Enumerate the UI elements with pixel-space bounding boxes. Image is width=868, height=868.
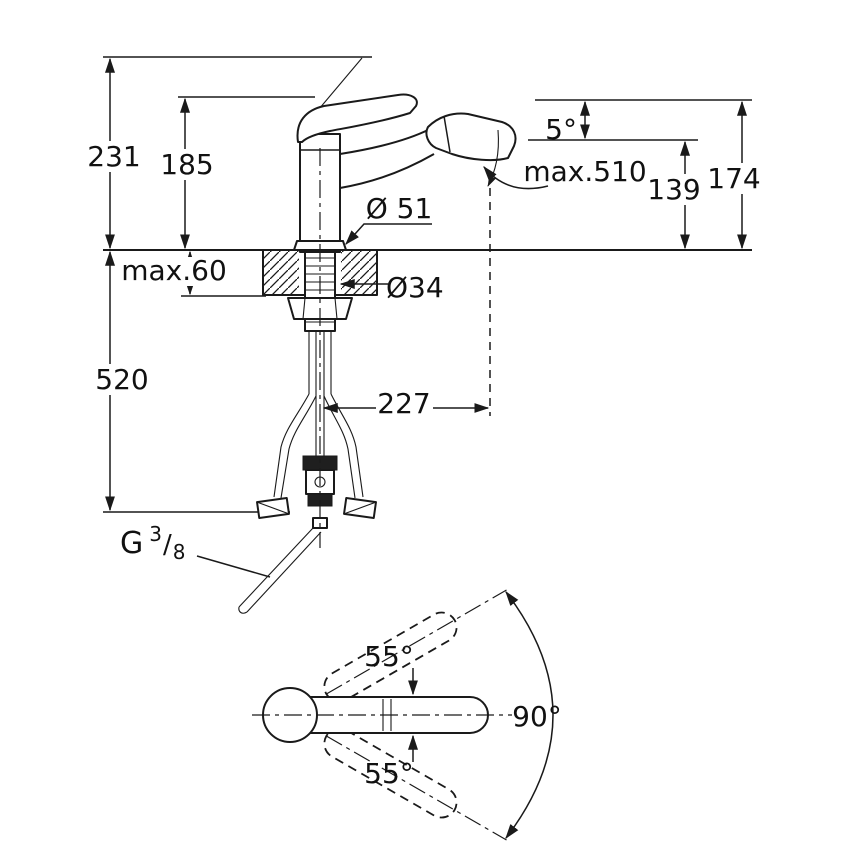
label-spout-tilt-angle: 5° <box>545 113 577 146</box>
faucet-side-view <box>238 57 517 614</box>
label-outlet-height: 139 <box>647 173 700 206</box>
nut-facet-left <box>302 297 306 320</box>
spout-bottom-edge <box>339 153 435 189</box>
hose-left-inner <box>280 395 317 499</box>
hose-right-inner <box>323 395 356 499</box>
countertop-section <box>262 251 378 296</box>
hose-fitting-left <box>256 496 290 520</box>
label-swivel-lower: 55° <box>364 757 414 790</box>
swivel-arc <box>505 591 554 839</box>
label-pullout-length: max.510 <box>523 155 646 188</box>
label-base-diameter: Ø 51 <box>366 192 433 225</box>
spray-head <box>425 112 517 162</box>
label-total-height: 231 <box>87 140 140 173</box>
pullout-hose-outer <box>238 527 314 608</box>
label-swivel-total: 90° <box>512 700 562 733</box>
leader-thread <box>196 555 271 578</box>
label-lever-height: 185 <box>160 148 213 181</box>
extension-lines <box>103 56 752 513</box>
swivel-position-upper <box>298 589 507 711</box>
label-spout-height: 174 <box>707 162 760 195</box>
hose-right-outer <box>330 393 364 498</box>
tilt-arrow <box>487 129 499 187</box>
label-swivel-upper: 55° <box>364 640 414 673</box>
pullout-hose-inner <box>246 531 322 613</box>
leader-dia51 <box>345 223 432 245</box>
dimension-labels: 231 185 5° max.510 139 174 Ø 51 max.60 Ø… <box>87 113 760 790</box>
spray-head-joint <box>443 115 451 153</box>
leader-pullout <box>483 166 549 190</box>
label-max-deck-thickness: max.60 <box>121 254 227 287</box>
hose-left-outer <box>273 393 310 498</box>
spout-top-edge <box>339 128 431 155</box>
label-hose-length: 520 <box>95 363 148 396</box>
swivel-top-view <box>252 589 554 841</box>
hose-fitting-right <box>343 496 377 520</box>
label-backgrounds <box>86 141 763 420</box>
leader-lines <box>196 166 549 578</box>
label-spout-reach: 227 <box>377 387 430 420</box>
lever-handle <box>296 93 418 143</box>
counter-hatch-right <box>341 251 377 295</box>
counter-hatch-left <box>263 251 299 295</box>
nut-facet-right <box>334 297 338 320</box>
pullout-hose-end <box>238 606 248 614</box>
supply-hoses <box>238 331 377 614</box>
swivel-position-lower <box>298 719 507 841</box>
label-hole-diameter: Ø34 <box>386 271 444 304</box>
